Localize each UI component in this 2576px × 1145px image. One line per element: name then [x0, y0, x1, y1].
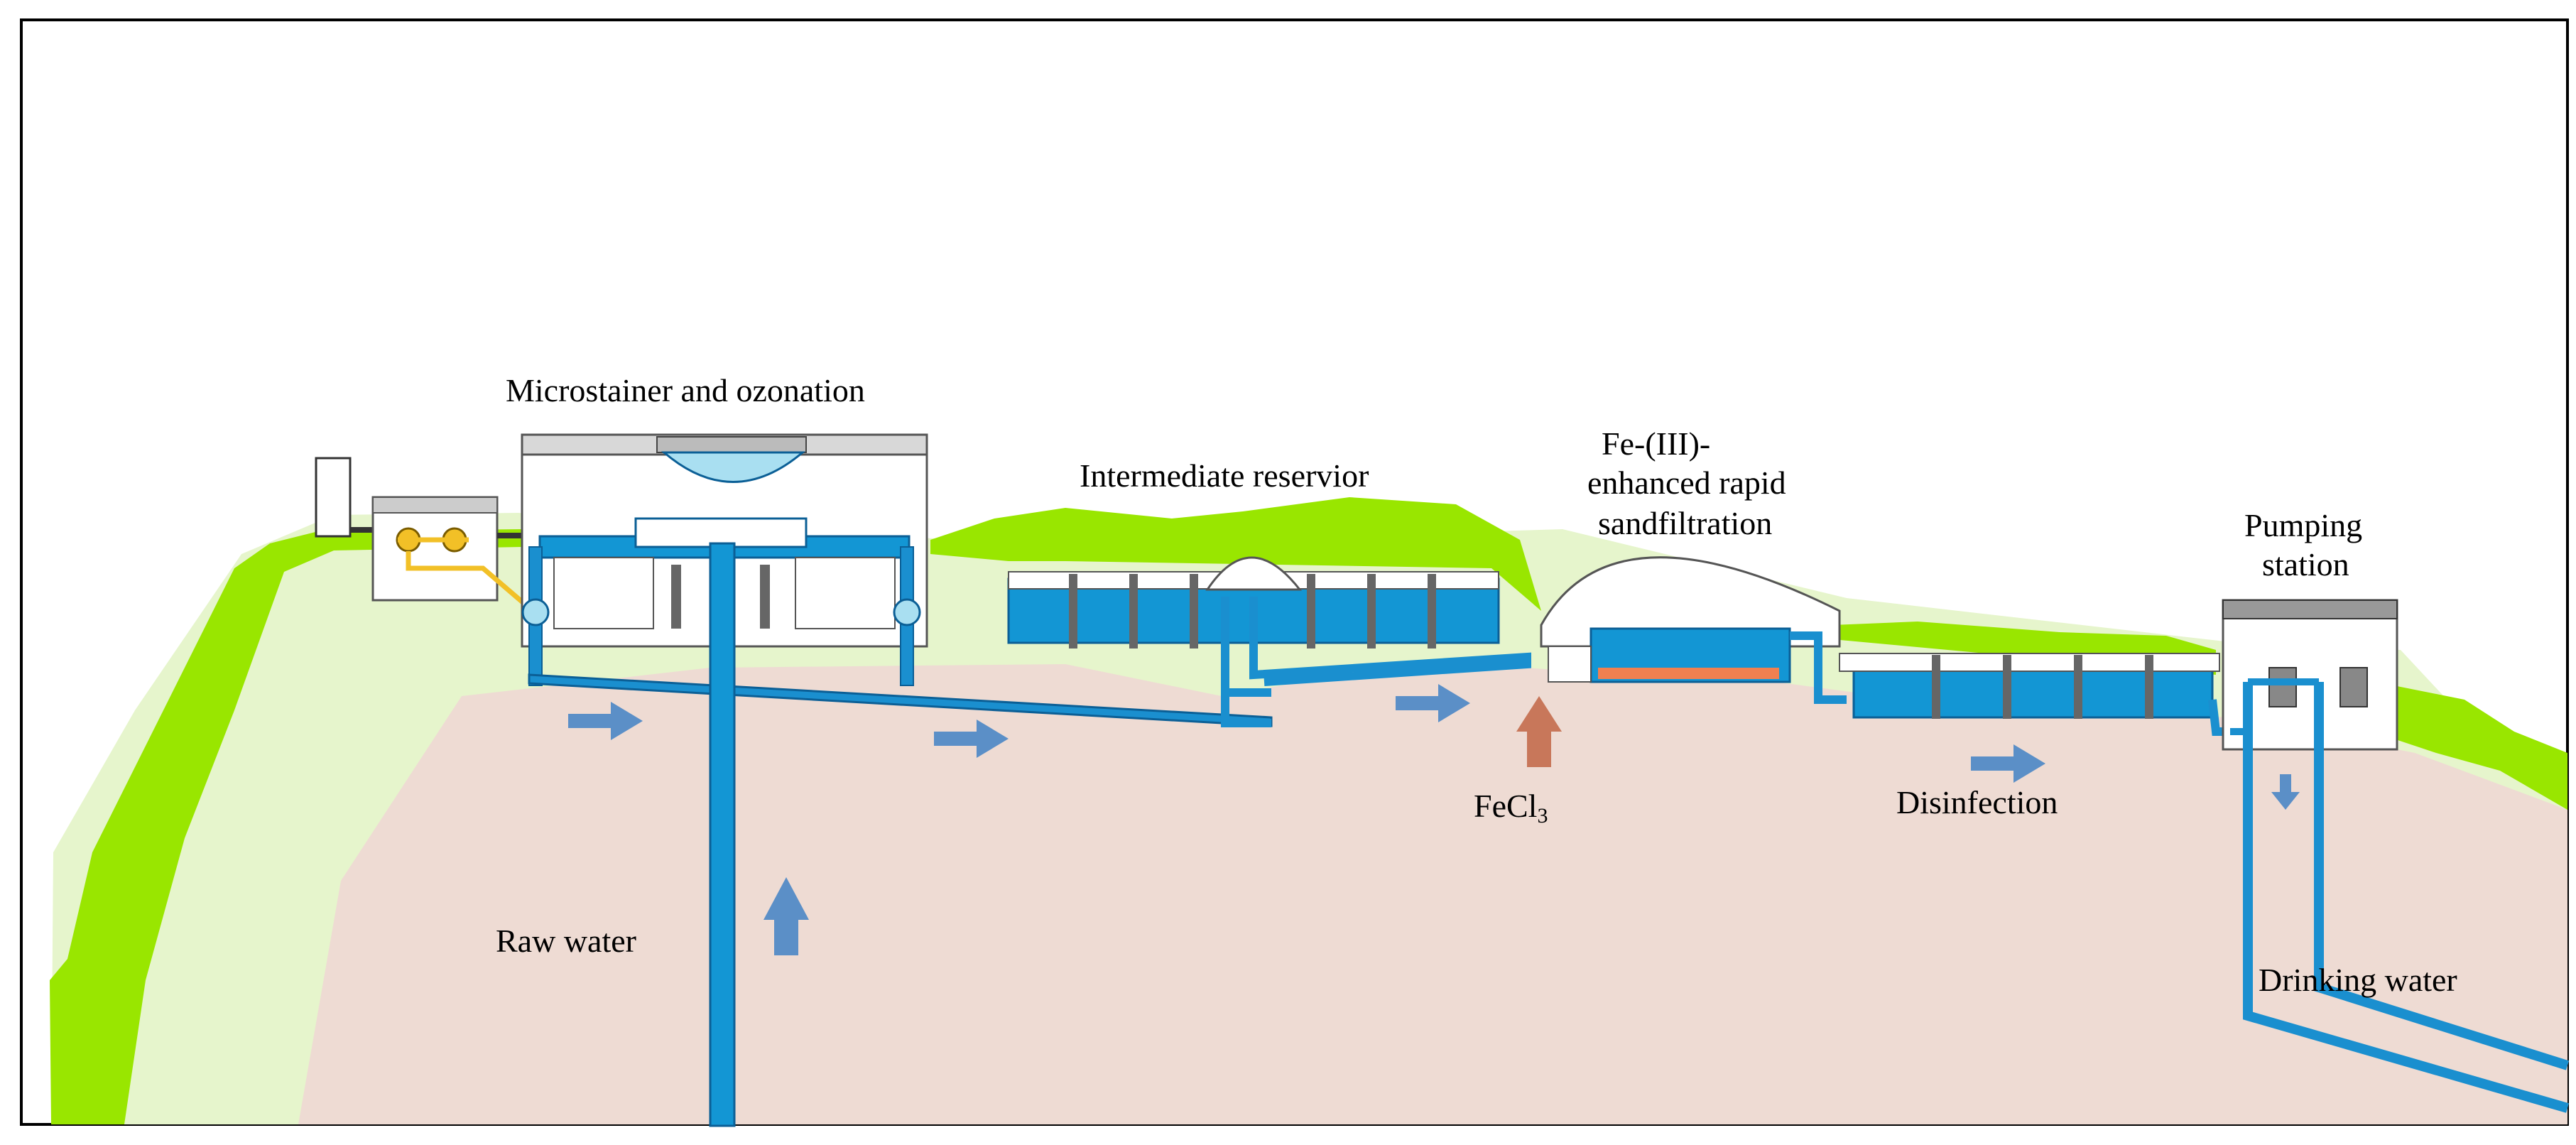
raw-water-riser [709, 542, 736, 1127]
disinfection-top [1839, 653, 2220, 672]
ozone-gas-line [398, 537, 535, 613]
reservoir-divider-6 [1428, 574, 1436, 649]
label-fe-iii-line3: sandfiltration [1598, 505, 1772, 541]
roof-vent [656, 436, 807, 453]
label-fecl3: FeCl3 [1474, 788, 1548, 827]
filter-base [1548, 646, 1592, 683]
disinfection-divider-4 [2145, 655, 2153, 719]
column-1 [671, 565, 681, 629]
sand-bed [1598, 668, 1779, 679]
reservoir-divider-4 [1307, 574, 1315, 649]
filter-outlet-pipe [1790, 631, 1847, 704]
flow-arrow-4 [1971, 744, 2045, 783]
flow-arrow-down [2271, 774, 2300, 810]
label-fecl3-main: FeCl [1474, 788, 1537, 824]
flow-arrow-3 [1396, 684, 1470, 722]
label-intermediate-reservoir: Intermediate reservior [1080, 457, 1369, 494]
label-fecl3-subscript: 3 [1537, 804, 1548, 827]
reservoir-divider-5 [1367, 574, 1376, 649]
right-valve [893, 598, 921, 626]
flow-arrow-up [763, 877, 809, 955]
drinking-water-pipe-2 [2314, 682, 2570, 1070]
label-pumping-station-line1: Pumping [2244, 507, 2362, 543]
flow-arrow-1 [568, 702, 643, 740]
disinfection-tank [1852, 666, 2214, 719]
blower-connector [497, 533, 522, 538]
label-pumping-station-line2: station [2262, 546, 2349, 582]
column-2 [760, 565, 770, 629]
blower-roof [372, 496, 498, 514]
disinfection-divider-2 [2003, 655, 2011, 719]
pump-1 [2268, 667, 2297, 707]
flow-arrow-2 [934, 720, 1009, 758]
grass-left [50, 527, 384, 1124]
left-valve [521, 598, 550, 626]
roof-window [661, 451, 806, 483]
grass-between [930, 497, 1541, 611]
grass-far-right [2393, 685, 2567, 810]
disinfection-divider-3 [2074, 655, 2082, 719]
microstrainer-lower-left [553, 557, 654, 629]
label-fe-iii-line1: Fe-(III)- [1602, 425, 1710, 462]
label-fe-iii-line2: enhanced rapid [1587, 465, 1786, 501]
microstrainer-lower-right [795, 557, 896, 629]
reservoir-divider-2 [1129, 574, 1138, 649]
pumping-station-roof [2222, 599, 2398, 619]
reservoir-divider-1 [1069, 574, 1077, 649]
label-microstrainer: Microstainer and ozonation [506, 372, 865, 408]
label-disinfection: Disinfection [1896, 784, 2058, 820]
ground-soil [298, 661, 2567, 1124]
tower-connector [350, 527, 375, 533]
label-raw-water: Raw water [496, 923, 636, 959]
fecl3-dosing-arrow [1516, 696, 1562, 767]
reservoir-outlet-pipe [1221, 597, 1531, 727]
disinfection-divider-1 [1932, 655, 1940, 719]
drinking-water-pipe-1 [2243, 682, 2569, 1113]
filter-dome [1540, 556, 1841, 648]
control-tower [315, 457, 352, 538]
blower-house [371, 496, 499, 602]
reservoir-divider-3 [1190, 574, 1198, 649]
reservoir-dome [1205, 556, 1303, 591]
label-drinking-water: Drinking water [2259, 962, 2457, 998]
pump-2 [2339, 667, 2368, 707]
